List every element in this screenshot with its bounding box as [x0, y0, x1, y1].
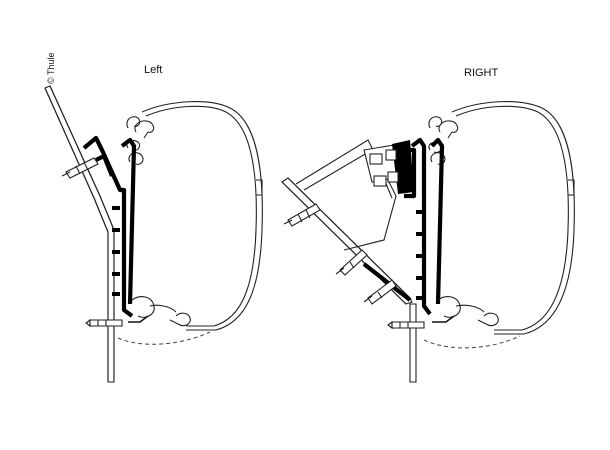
- right-mount-drawing: [281, 101, 575, 383]
- right-lower-clip: [437, 296, 485, 318]
- left-adapter-rail: [82, 135, 134, 318]
- left-upper-clip: [126, 116, 155, 139]
- right-screw-1: [287, 203, 321, 227]
- left-view-title: Left: [144, 64, 163, 76]
- left-mount-drawing: [44, 85, 263, 383]
- right-dashed-outline: [423, 335, 521, 349]
- right-screw-2: [339, 249, 368, 276]
- left-lower-clip: [131, 296, 177, 318]
- left-vehicle-wall: [44, 85, 115, 383]
- left-awning-housing: [141, 101, 263, 331]
- right-upper-clip: [428, 116, 459, 139]
- left-dashed-outline: [117, 331, 211, 345]
- right-adapter-rail: [410, 137, 432, 316]
- right-bracket-plate: [295, 139, 397, 251]
- right-screw-3: [367, 279, 397, 305]
- right-view-title: RIGHT: [464, 67, 499, 79]
- right-awning-housing: [451, 101, 575, 335]
